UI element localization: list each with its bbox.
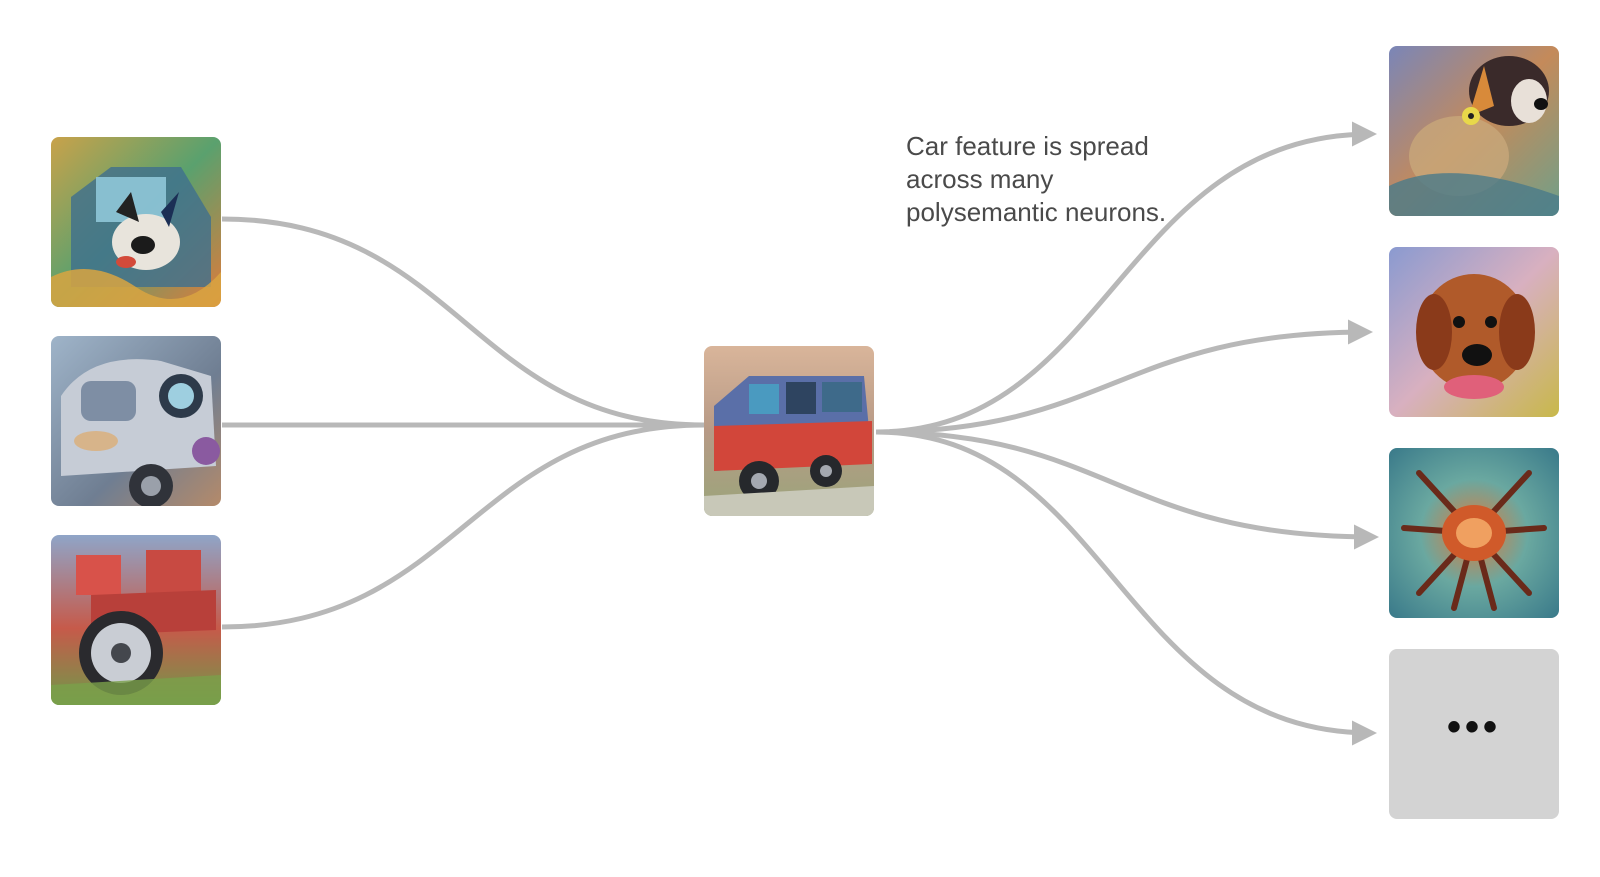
dog-visualization <box>1389 46 1559 216</box>
input-connector-3 <box>221 422 705 630</box>
input-connector-1 <box>221 216 705 428</box>
ellipsis-icon: ••• <box>1446 705 1501 749</box>
car-wheel-visualization <box>51 535 221 705</box>
car-feature-image <box>704 346 874 516</box>
output-connector-3 <box>875 429 1379 550</box>
output-connector-4 <box>875 429 1377 746</box>
car-visualization <box>704 346 874 516</box>
output-neuron-3-image <box>1389 448 1559 618</box>
output-connector-1 <box>875 121 1377 435</box>
input-neuron-2-image <box>51 336 221 506</box>
output-connector-2 <box>875 319 1373 435</box>
dog-visualization <box>1389 247 1559 417</box>
input-neuron-3-image <box>51 535 221 705</box>
output-neuron-1-image <box>1389 46 1559 216</box>
car-dog-visualization <box>51 137 221 307</box>
annotation-text: Car feature is spread across many polyse… <box>906 131 1167 227</box>
car-visualization <box>51 336 221 506</box>
spider-visualization <box>1389 448 1559 618</box>
output-neuron-2-image <box>1389 247 1559 417</box>
input-neuron-1-image <box>51 137 221 307</box>
more-neurons-placeholder: ••• <box>1389 649 1559 819</box>
